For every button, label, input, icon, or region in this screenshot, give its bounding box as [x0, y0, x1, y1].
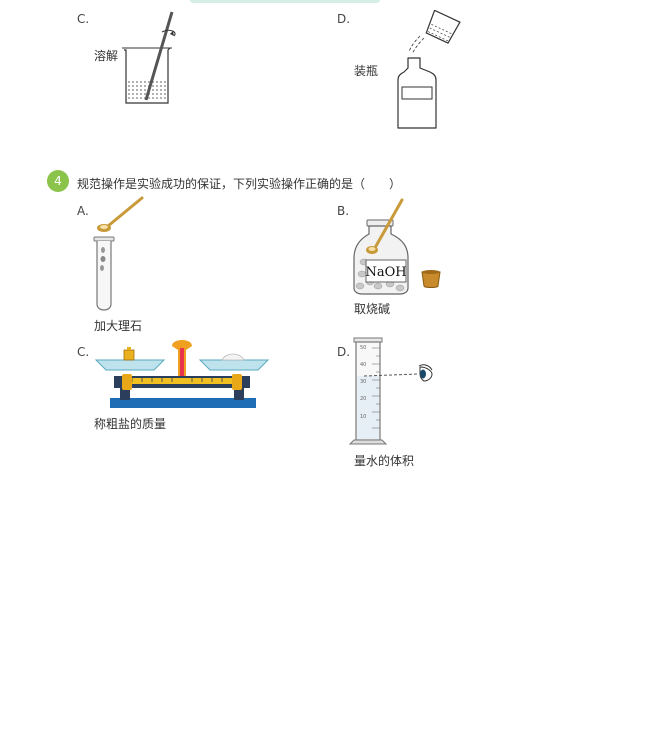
- prev-option-c-letter: C.: [77, 12, 90, 26]
- option-d-letter: D.: [337, 345, 351, 359]
- beaker-stirring-rod-icon: [122, 11, 176, 104]
- svg-text:20: 20: [360, 396, 366, 402]
- prev-option-d-caption: 装瓶: [354, 64, 379, 78]
- prev-option-c-caption: 溶解: [94, 49, 119, 63]
- graduated-cylinder-eye-icon: 50 40 30 20 10: [348, 337, 433, 445]
- option-b-caption: 取烧碱: [354, 302, 391, 316]
- prev-option-d-letter: D.: [337, 12, 351, 26]
- option-c-letter: C.: [77, 345, 90, 359]
- option-d-caption: 量水的体积: [354, 454, 415, 468]
- option-b-letter: B.: [337, 204, 350, 218]
- option-a-caption: 加大理石: [94, 319, 143, 333]
- reagent-bottle-spoon-icon: NaOH: [353, 198, 441, 295]
- test-tube-spoon-icon: [93, 196, 144, 311]
- svg-text:50: 50: [360, 345, 366, 351]
- balance-scale-icon: [94, 340, 270, 408]
- pouring-into-bottle-icon: [397, 10, 461, 129]
- option-c-caption: 称粗盐的质量: [94, 417, 167, 431]
- svg-text:10: 10: [360, 414, 366, 420]
- question-number-badge: 4: [47, 170, 69, 192]
- svg-text:30: 30: [360, 379, 366, 385]
- option-a-letter: A.: [77, 204, 89, 218]
- header-divider: [190, 0, 380, 3]
- bottle-label: NaOH: [365, 265, 406, 280]
- svg-text:40: 40: [360, 362, 366, 368]
- question-text: 规范操作是实验成功的保证，下列实验操作正确的是（ ）: [77, 177, 402, 191]
